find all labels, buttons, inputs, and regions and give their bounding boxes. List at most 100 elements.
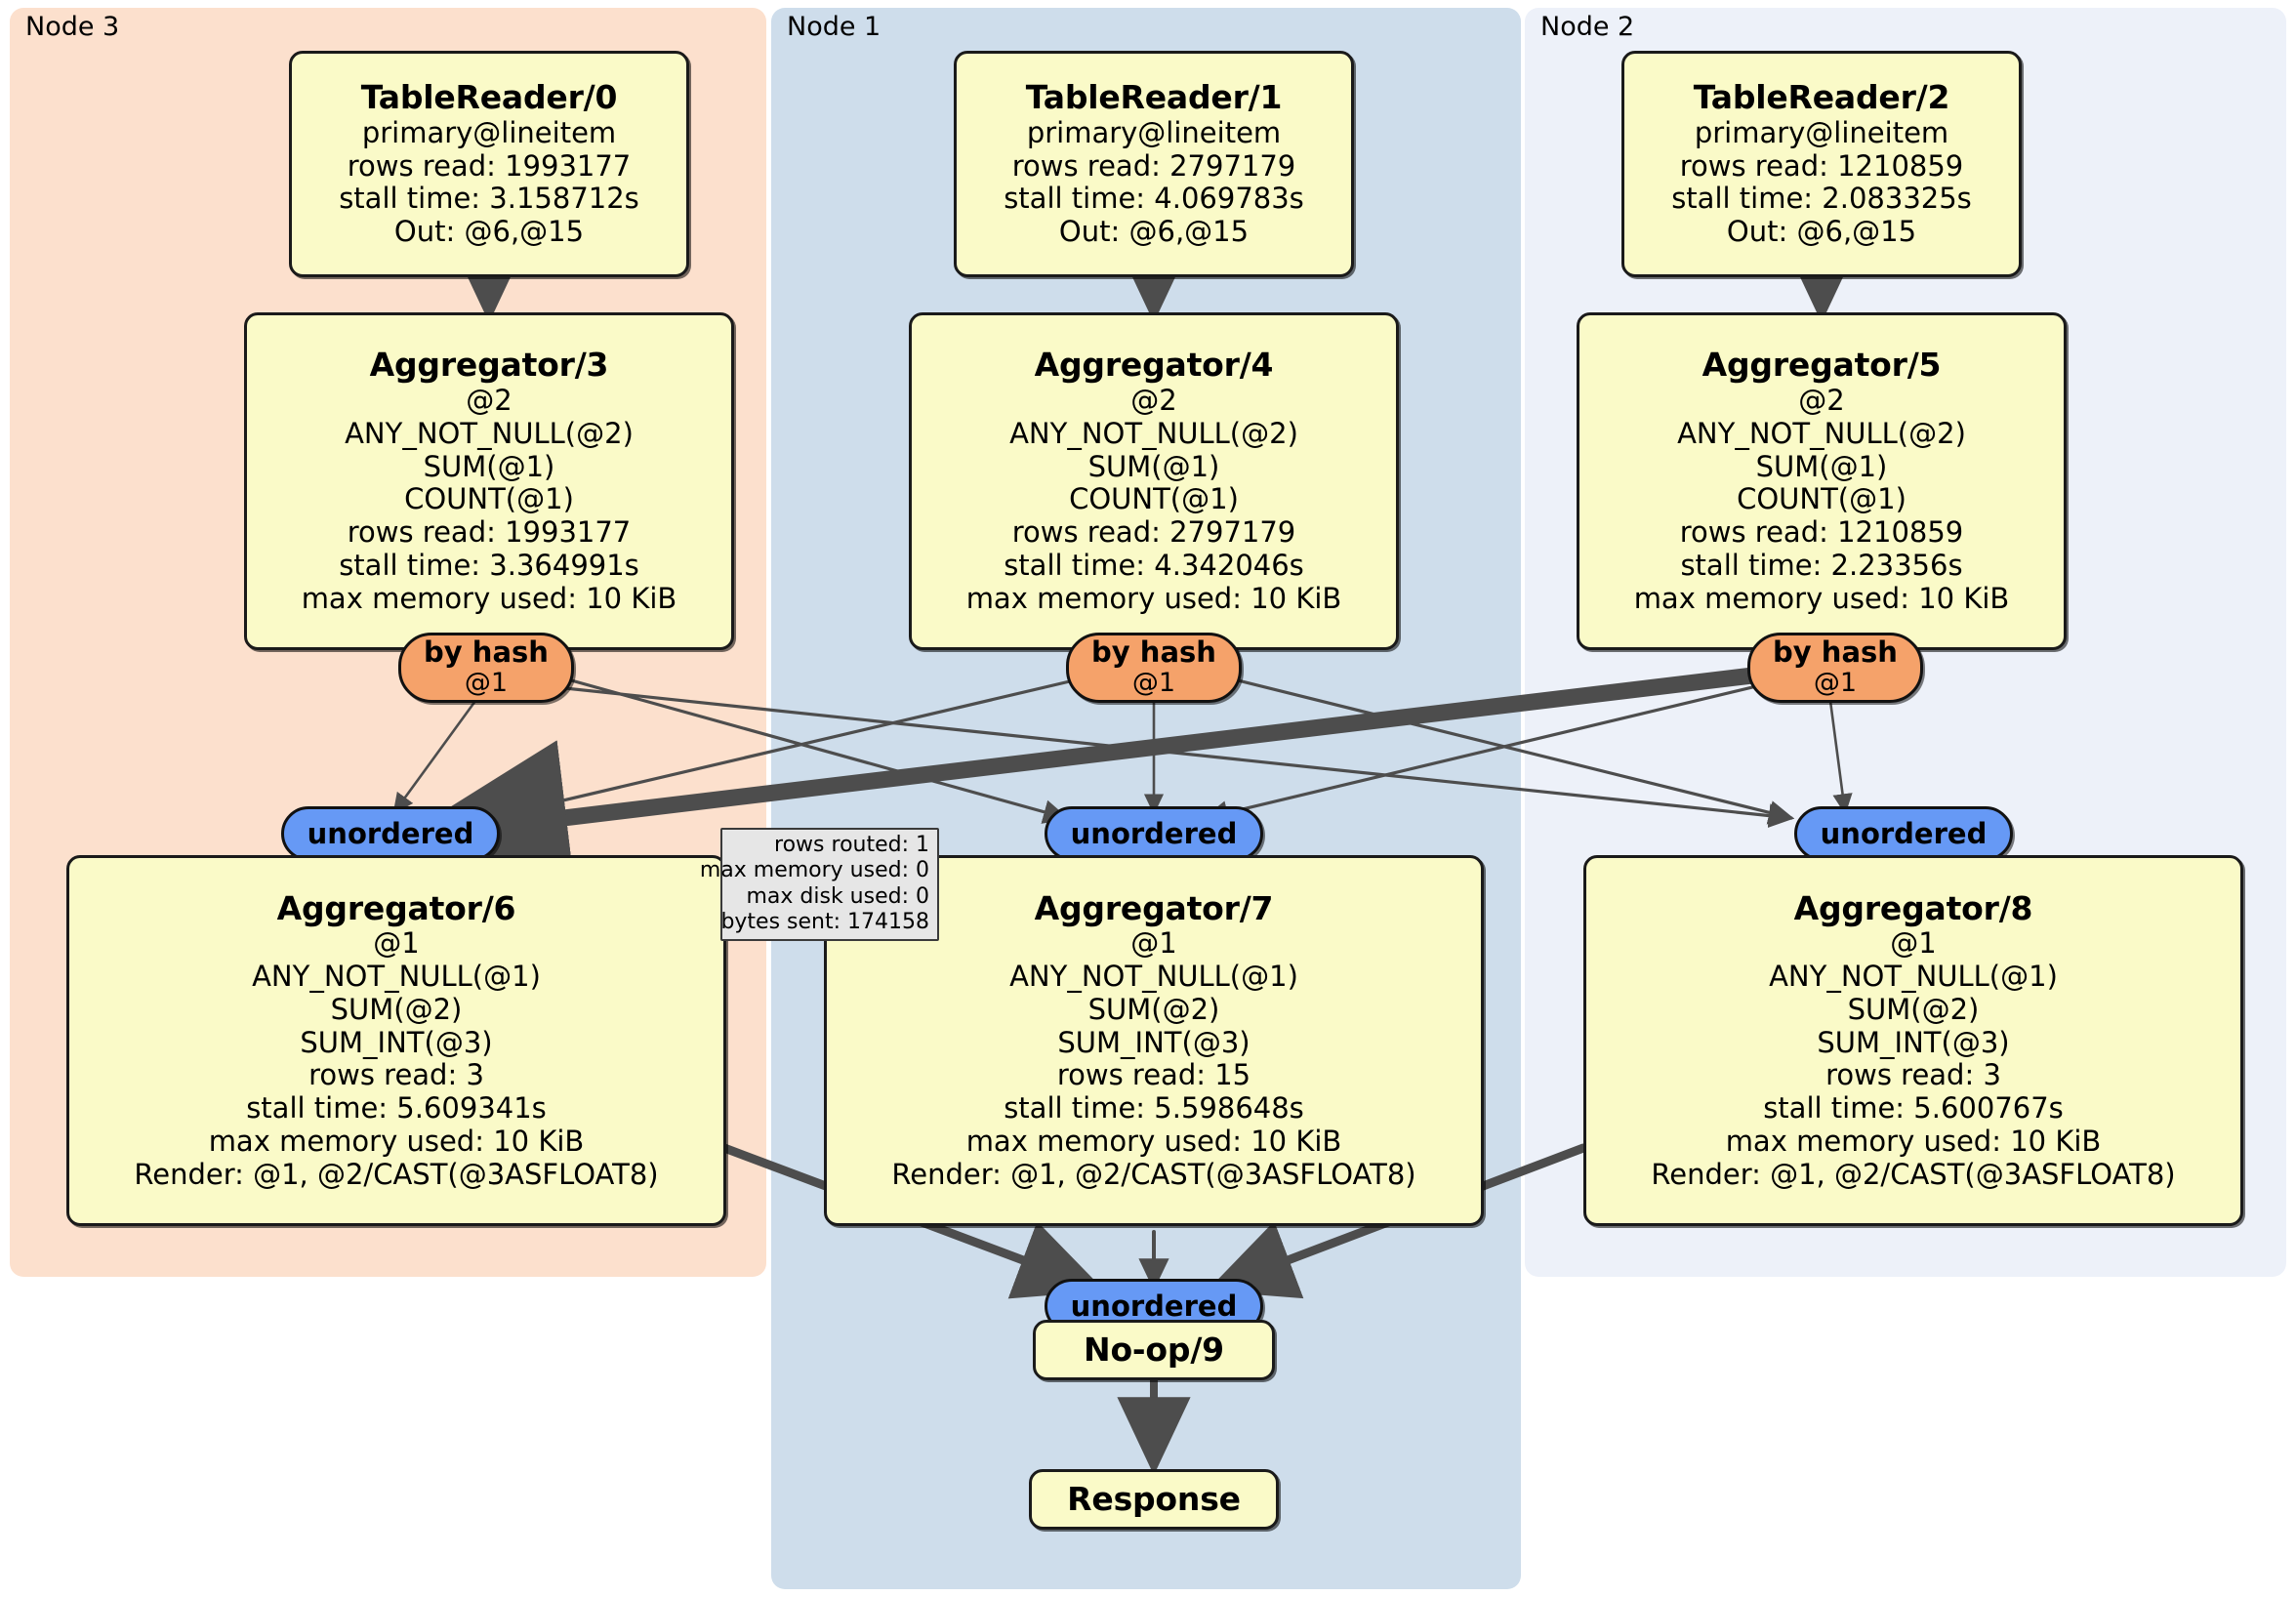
node-unordered-a[interactable]: unordered (281, 806, 500, 861)
router-detail: @1 (1813, 668, 1858, 699)
node-detail: Render: @1, @2/CAST(@3ASFLOAT8) (891, 1157, 1416, 1191)
node-detail: SUM(@2) (1847, 992, 1980, 1026)
node-detail: rows read: 1210859 (1679, 515, 1964, 550)
node-detail: stall time: 3.364991s (339, 548, 639, 582)
node-detail: ANY_NOT_NULL(@2) (1677, 416, 1966, 450)
node-by-hash-c[interactable]: by hash @1 (1747, 633, 1923, 703)
node-detail: stall time: 5.600767s (1763, 1091, 2064, 1126)
node-detail: primary@lineitem (1026, 115, 1282, 149)
node-by-hash-a[interactable]: by hash @1 (398, 633, 574, 703)
node-detail: ANY_NOT_NULL(@1) (1009, 959, 1298, 993)
node-detail: rows read: 1210859 (1679, 148, 1964, 183)
node-title: TableReader/2 (1693, 78, 1950, 117)
node-detail: Out: @6,@15 (1058, 215, 1250, 249)
node-aggregator-8[interactable]: Aggregator/8 @1 ANY_NOT_NULL(@1) SUM(@2)… (1583, 855, 2243, 1226)
node-detail: Out: @6,@15 (1726, 215, 1917, 249)
node-tablereader-1[interactable]: TableReader/1 primary@lineitem rows read… (954, 51, 1354, 277)
node-detail: rows read: 15 (1056, 1058, 1251, 1092)
tooltip-line: bytes sent: 174158 (720, 909, 929, 934)
node-title: Aggregator/6 (276, 888, 516, 927)
node-detail: SUM(@1) (1755, 449, 1888, 483)
node-detail: stall time: 2.083325s (1671, 182, 1972, 216)
node-detail: @1 (373, 926, 420, 961)
node-detail: @1 (1890, 926, 1937, 961)
node-detail: stall time: 3.158712s (339, 182, 639, 216)
node-detail: ANY_NOT_NULL(@2) (345, 416, 634, 450)
node-title: Aggregator/5 (1702, 346, 1942, 385)
router-title: by hash (1091, 635, 1216, 670)
node-detail: rows read: 1993177 (347, 148, 632, 183)
node-title: TableReader/1 (1025, 78, 1283, 117)
node-detail: SUM_INT(@3) (300, 1025, 493, 1059)
node-detail: Out: @6,@15 (393, 215, 585, 249)
node-detail: primary@lineitem (1694, 115, 1949, 149)
node-detail: SUM(@2) (330, 992, 463, 1026)
router-title: by hash (424, 635, 549, 670)
stream-title: unordered (1820, 816, 1988, 850)
node-detail: stall time: 5.609341s (246, 1091, 547, 1126)
router-detail: @1 (464, 668, 509, 699)
node-detail: ANY_NOT_NULL(@1) (252, 959, 541, 993)
node-noop-9[interactable]: No-op/9 (1033, 1320, 1275, 1380)
node-tablereader-2[interactable]: TableReader/2 primary@lineitem rows read… (1621, 51, 2022, 277)
node-title: No-op/9 (1084, 1330, 1224, 1369)
node-detail: max memory used: 10 KiB (1633, 581, 2010, 615)
node-detail: SUM(@1) (423, 449, 555, 483)
node-title: Aggregator/7 (1034, 888, 1274, 927)
node-detail: primary@lineitem (361, 115, 617, 149)
tooltip-line: rows routed: 1 (774, 832, 929, 857)
node-detail: stall time: 4.342046s (1004, 548, 1304, 582)
stream-stats-tooltip: rows routed: 1 max memory used: 0 max di… (700, 828, 939, 941)
cluster-label-node-3: Node 3 (25, 12, 120, 42)
cluster-label-node-2: Node 2 (1540, 12, 1635, 42)
node-unordered-b[interactable]: unordered (1045, 806, 1263, 861)
node-unordered-c[interactable]: unordered (1794, 806, 2013, 861)
cluster-label-node-1: Node 1 (787, 12, 882, 42)
node-detail: @2 (1130, 384, 1177, 418)
node-detail: COUNT(@1) (404, 482, 574, 516)
node-aggregator-4[interactable]: Aggregator/4 @2 ANY_NOT_NULL(@2) SUM(@1)… (909, 312, 1399, 650)
router-title: by hash (1773, 635, 1898, 670)
router-detail: @1 (1131, 668, 1176, 699)
node-detail: max memory used: 10 KiB (1725, 1124, 2102, 1158)
node-detail: SUM_INT(@3) (1057, 1025, 1250, 1059)
node-detail: stall time: 5.598648s (1004, 1091, 1304, 1126)
node-tablereader-0[interactable]: TableReader/0 primary@lineitem rows read… (289, 51, 689, 277)
node-response[interactable]: Response (1029, 1469, 1279, 1530)
node-title: Aggregator/8 (1793, 888, 2033, 927)
node-detail: SUM(@1) (1087, 449, 1220, 483)
node-detail: SUM(@2) (1087, 992, 1220, 1026)
node-detail: @1 (1130, 926, 1177, 961)
node-detail: stall time: 4.069783s (1004, 182, 1304, 216)
node-detail: @2 (466, 384, 512, 418)
node-detail: SUM_INT(@3) (1817, 1025, 2010, 1059)
stream-title: unordered (1070, 816, 1238, 850)
node-detail: Render: @1, @2/CAST(@3ASFLOAT8) (134, 1157, 659, 1191)
node-title: TableReader/0 (360, 78, 618, 117)
node-title: Aggregator/3 (369, 346, 609, 385)
node-detail: rows read: 3 (1825, 1058, 2001, 1092)
node-detail: ANY_NOT_NULL(@1) (1769, 959, 2058, 993)
node-detail: rows read: 2797179 (1011, 515, 1296, 550)
node-detail: COUNT(@1) (1737, 482, 1906, 516)
tooltip-line: max disk used: 0 (746, 883, 929, 909)
node-detail: rows read: 3 (308, 1058, 484, 1092)
node-by-hash-b[interactable]: by hash @1 (1066, 633, 1242, 703)
node-detail: max memory used: 10 KiB (301, 581, 677, 615)
node-detail: rows read: 2797179 (1011, 148, 1296, 183)
node-aggregator-6[interactable]: Aggregator/6 @1 ANY_NOT_NULL(@1) SUM(@2)… (66, 855, 726, 1226)
node-title: Response (1067, 1479, 1241, 1518)
node-detail: max memory used: 10 KiB (965, 1124, 1342, 1158)
node-detail: Render: @1, @2/CAST(@3ASFLOAT8) (1651, 1157, 2176, 1191)
node-detail: stall time: 2.23356s (1680, 548, 1963, 582)
node-detail: max memory used: 10 KiB (208, 1124, 585, 1158)
stream-title: unordered (307, 816, 474, 850)
node-detail: rows read: 1993177 (347, 515, 632, 550)
node-detail: max memory used: 10 KiB (965, 581, 1342, 615)
node-aggregator-5[interactable]: Aggregator/5 @2 ANY_NOT_NULL(@2) SUM(@1)… (1577, 312, 2067, 650)
node-aggregator-3[interactable]: Aggregator/3 @2 ANY_NOT_NULL(@2) SUM(@1)… (244, 312, 734, 650)
node-title: Aggregator/4 (1034, 346, 1274, 385)
node-detail: @2 (1798, 384, 1845, 418)
stream-title: unordered (1070, 1289, 1238, 1323)
